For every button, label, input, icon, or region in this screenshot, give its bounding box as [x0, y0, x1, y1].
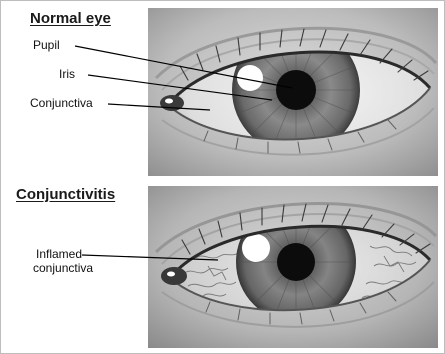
- pupil-leader-line: [75, 46, 292, 88]
- conjunctiva-leader-line: [108, 104, 210, 110]
- inflamed-conjunctiva-leader-line: [82, 255, 218, 260]
